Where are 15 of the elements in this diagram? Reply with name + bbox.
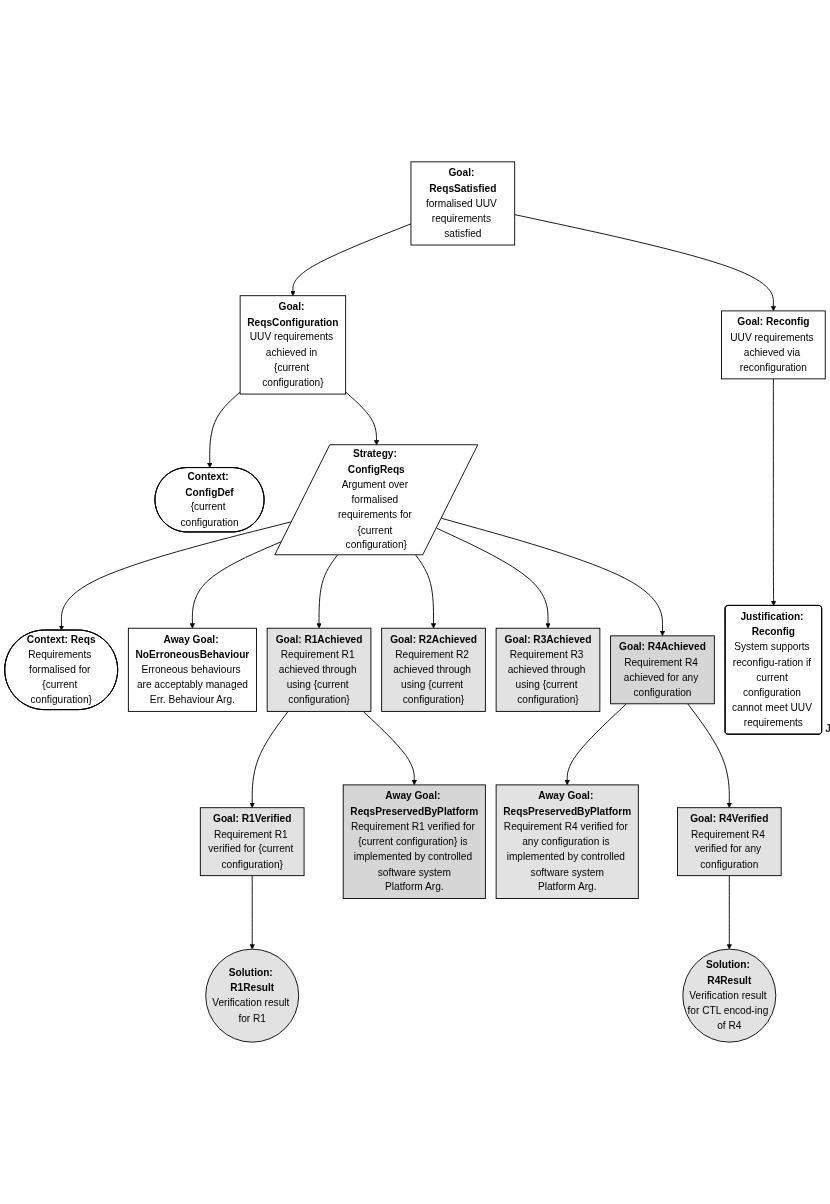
node-box: Goal: Reconfig UUV requirements achieved via reconfiguration [721, 310, 826, 380]
node-box: Goal: ReqsSatisfied formalised UUV requirements satisfied [410, 161, 516, 246]
node-box: Goal: R2Achieved Requirement R2 achieved through using {current configuration} [381, 627, 486, 712]
node-box: Away Goal: NoErroneousBehaviour Erroneous behaviours are acceptably managed Err. Behaviour Arg. [127, 627, 257, 712]
node-box: Goal: R4Achieved Requirement R4 achieved for any configuration [610, 635, 715, 705]
node-box: Goal: R1Achieved Requirement R1 achieved through using {current configuration} [266, 627, 372, 712]
node-box: Goal: R3Achieved Requirement R3 achieved through using {current configuration} [495, 627, 601, 712]
node-box: Goal: ReqsConfiguration UUV requirements achieved in {current configuration} [239, 295, 347, 395]
node-circle: Solution: R1Result Verification result for R1 [205, 948, 300, 1043]
node-box: Goal: R4Verified Requirement R4 verified for any configuration [677, 807, 782, 877]
node-circle: Solution: R4Result Verification result for CTL encod-ing of R4 [682, 948, 777, 1043]
node-box: Away Goal: ReqsPreservedByPlatform Requirement R1 verified for {current configuration} is implemented by controlled software system Platform Arg. [342, 784, 486, 899]
node-marker: J [825, 722, 830, 734]
node-box: Goal: R1Verified Requirement R1 verified for {current configuration} [199, 807, 305, 877]
node-box: Away Goal: ReqsPreservedByPlatform Requirement R4 verified for any configuration is implemented by controlled software system Platform Arg. [495, 784, 639, 899]
